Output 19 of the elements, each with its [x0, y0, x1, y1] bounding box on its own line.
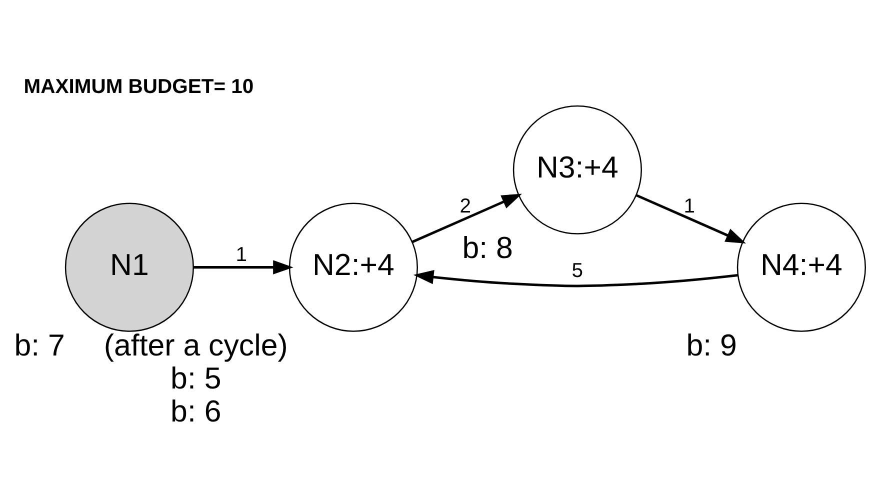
node-circle: N3:+4: [512, 105, 642, 234]
node-circle: N1: [64, 202, 194, 332]
node-circle: N4:+4: [736, 202, 866, 332]
arrow: [413, 270, 738, 288]
node-label: b: 6: [170, 395, 222, 428]
arrow: [636, 194, 746, 244]
edge-label: 1: [236, 244, 248, 266]
edge-label: 1: [684, 196, 696, 218]
arrow: [412, 194, 522, 244]
node-label: (after a cycle): [104, 330, 288, 363]
node-label: b: 5: [170, 362, 222, 396]
node-label: b: 8: [462, 232, 513, 266]
edge-label: 5: [572, 260, 584, 282]
edge-label: 2: [460, 196, 472, 218]
arrow: [194, 260, 294, 274]
diagram-title: MAXIMUM BUDGET= 10: [24, 76, 254, 98]
node-circle: N2:+4: [288, 202, 418, 332]
node-label: b: 9: [686, 330, 737, 363]
node-label: b: 7: [14, 330, 65, 363]
